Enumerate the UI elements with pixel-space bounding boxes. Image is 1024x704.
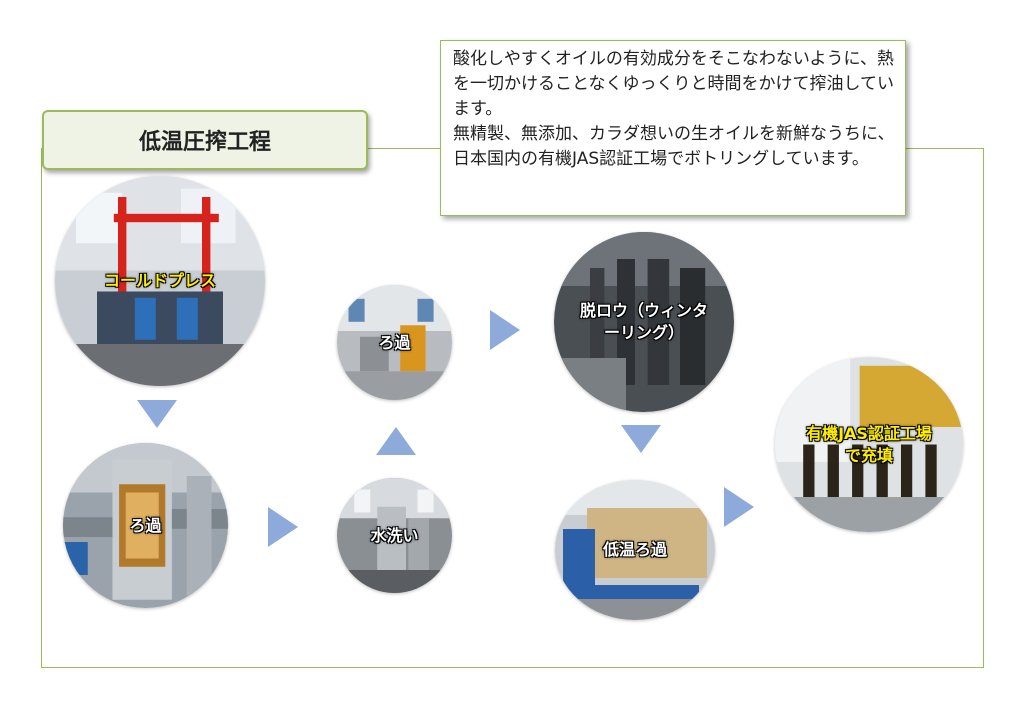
- low-temp-filtration-photo: [555, 480, 715, 620]
- arrow-up-1: [376, 427, 416, 455]
- dewaxing-photo: [554, 232, 734, 412]
- step-label: コールドプレス: [103, 271, 216, 290]
- description-paragraph-2: 無精製、無添加、カラダ想いの生オイルを新鮮なうちに、日本国内の有機JAS認証工場…: [453, 124, 895, 169]
- step-bottling: 有機JAS認証工場で充填: [775, 357, 963, 532]
- step-label: 脱ロウ（ウィンターリング）: [579, 301, 708, 342]
- filtration-2-photo: [337, 285, 452, 400]
- step-dewaxing: 脱ロウ（ウィンターリング）: [554, 232, 734, 412]
- step-label: 有機JAS認証工場で充填: [806, 423, 932, 465]
- step-label: ろ過: [378, 332, 411, 352]
- step-water-wash: 水洗い: [337, 478, 452, 593]
- step-label: 水洗い: [370, 525, 419, 545]
- step-cold-press: コールドプレス: [55, 176, 265, 386]
- description-box: 酸化しやすくオイルの有効成分をそこなわないように、熱を一切かけることなくゆっくり…: [440, 40, 906, 216]
- step-label: ろ過: [129, 515, 162, 535]
- arrow-right-3: [724, 487, 754, 527]
- step-label: 低温ろ過: [602, 540, 667, 559]
- filtration-photo: [63, 443, 228, 608]
- step-low-temp-filtration: 低温ろ過: [555, 480, 715, 620]
- description-paragraph-1: 酸化しやすくオイルの有効成分をそこなわないように、熱を一切かけることなくゆっくり…: [453, 49, 894, 119]
- water-wash-photo: [337, 478, 452, 593]
- arrow-right-1: [268, 507, 298, 547]
- bottling-photo: [775, 357, 963, 532]
- arrow-down-1: [137, 400, 177, 428]
- process-title: 低温圧搾工程: [42, 110, 368, 170]
- step-filtration-2: ろ過: [337, 285, 452, 400]
- cold-press-photo: [55, 176, 265, 386]
- step-filtration-1: ろ過: [63, 443, 228, 608]
- arrow-down-2: [621, 425, 661, 453]
- arrow-right-2: [490, 310, 520, 350]
